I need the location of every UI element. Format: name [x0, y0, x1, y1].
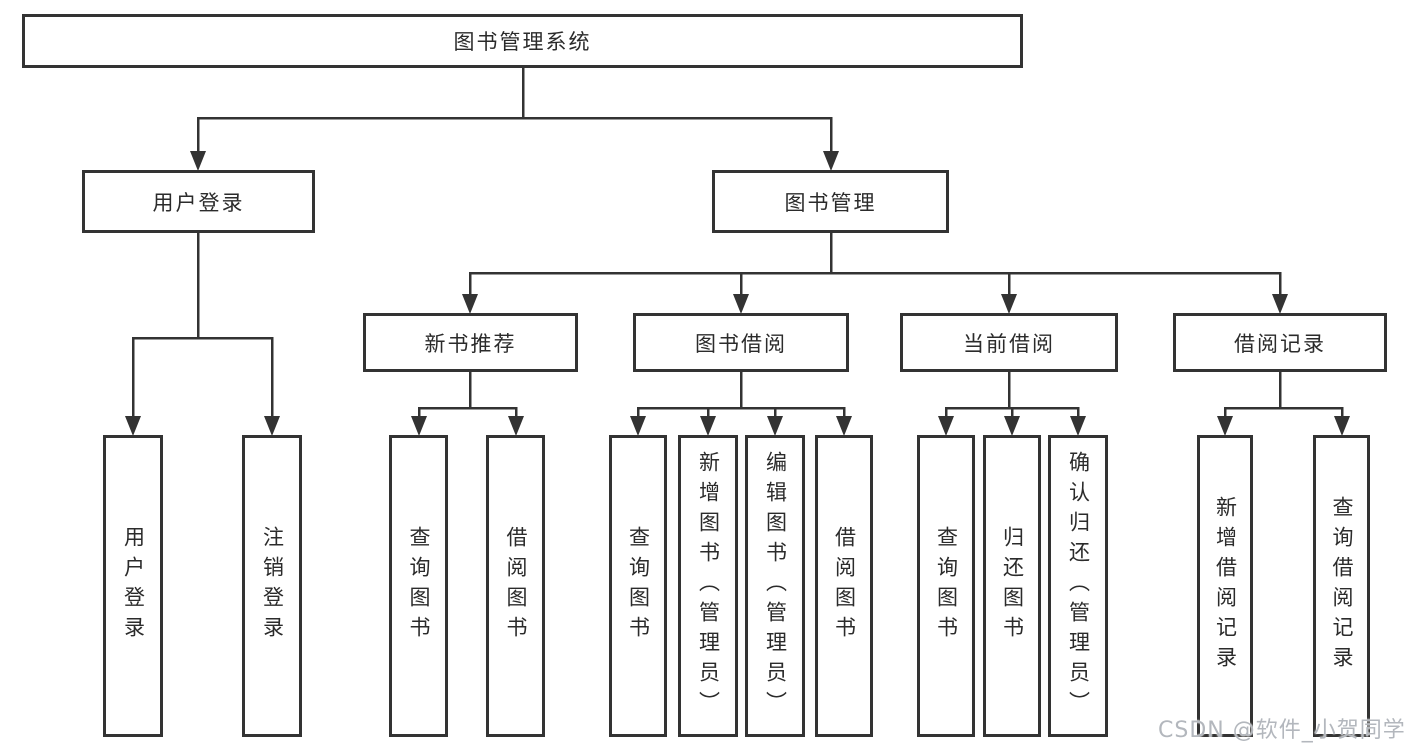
leaf-add-book: 新增图书（管理员）: [678, 435, 738, 737]
node-current-borrow: 当前借阅: [900, 313, 1118, 372]
leaf-query-record: 查询借阅记录: [1313, 435, 1370, 737]
node-root-label: 图书管理系统: [453, 30, 592, 54]
node-current-borrow-label: 当前借阅: [963, 331, 1055, 356]
leaf-edit-book: 编辑图书（管理员）: [745, 435, 805, 737]
leaf-query-book-3: 查询图书: [917, 435, 975, 737]
leaf-query-book-1: 查询图书: [389, 435, 448, 737]
node-borrow-records-label: 借阅记录: [1234, 331, 1326, 356]
leaf-add-book-label: 新增图书（管理员）: [696, 451, 721, 721]
leaf-logout-label: 注销登录: [260, 526, 285, 646]
leaf-user-login: 用户登录: [103, 435, 163, 737]
node-new-book-rec-label: 新书推荐: [424, 331, 517, 356]
leaf-borrow-book-2-label: 借阅图书: [832, 526, 857, 646]
leaf-confirm-return: 确认归还（管理员）: [1048, 435, 1108, 737]
leaf-query-book-1-label: 查询图书: [407, 526, 431, 646]
node-book-borrow-label: 图书借阅: [695, 331, 787, 356]
leaf-query-book-3-label: 查询图书: [934, 526, 959, 646]
leaf-logout: 注销登录: [242, 435, 302, 737]
node-user-login: 用户登录: [82, 170, 315, 233]
node-book-borrow: 图书借阅: [633, 313, 849, 372]
leaf-user-login-label: 用户登录: [121, 526, 146, 646]
leaf-borrow-book-2: 借阅图书: [815, 435, 873, 737]
leaf-edit-book-label: 编辑图书（管理员）: [763, 451, 788, 721]
leaf-borrow-book-1: 借阅图书: [486, 435, 545, 737]
watermark: CSDN @软件_小贺同学: [1158, 718, 1405, 743]
leaf-add-record: 新增借阅记录: [1197, 435, 1253, 737]
leaf-borrow-book-1-label: 借阅图书: [504, 526, 528, 646]
leaf-query-book-2: 查询图书: [609, 435, 667, 737]
node-new-book-rec: 新书推荐: [363, 313, 578, 372]
node-user-login-label: 用户登录: [152, 190, 245, 215]
leaf-return-book-label: 归还图书: [1000, 526, 1025, 646]
leaf-return-book: 归还图书: [983, 435, 1041, 737]
node-root: 图书管理系统: [22, 14, 1023, 68]
leaf-confirm-return-label: 确认归还（管理员）: [1066, 451, 1091, 721]
leaf-query-record-label: 查询借阅记录: [1330, 496, 1354, 676]
leaf-query-book-2-label: 查询图书: [626, 526, 651, 646]
node-book-mgmt: 图书管理: [712, 170, 949, 233]
node-borrow-records: 借阅记录: [1173, 313, 1387, 372]
leaf-add-record-label: 新增借阅记录: [1213, 496, 1238, 676]
arrowhead-icons: [125, 151, 1350, 436]
node-book-mgmt-label: 图书管理: [784, 190, 877, 215]
